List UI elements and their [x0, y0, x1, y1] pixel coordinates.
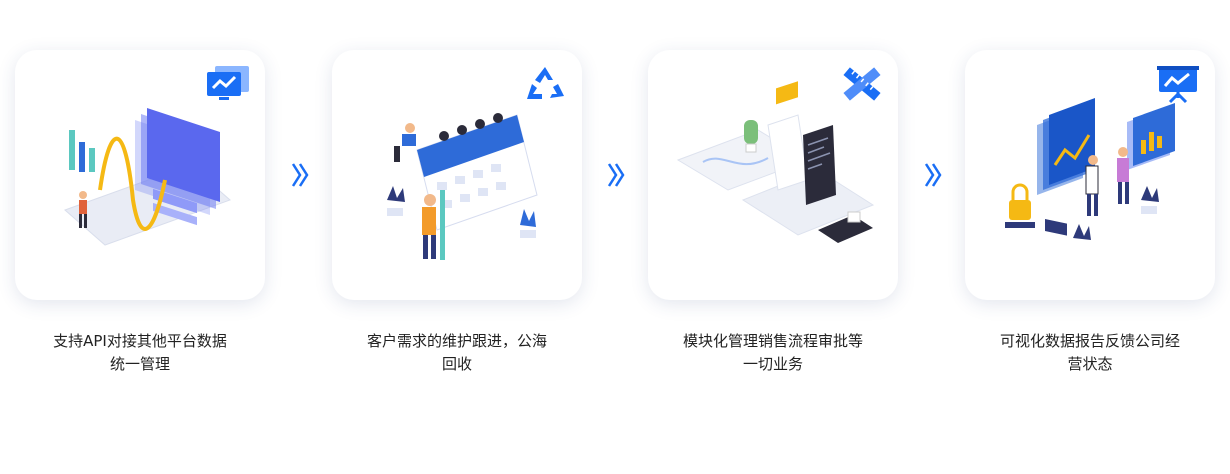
caption-line: 客户需求的维护跟进，公海 — [366, 332, 547, 350]
pencil-ruler-icon — [843, 67, 881, 101]
caption-api: 支持API对接其他平台数据 统一管理 — [15, 330, 265, 376]
double-chevron-right-icon — [924, 163, 942, 187]
feature-card-api — [15, 50, 265, 300]
api-integration-illustration — [64, 108, 231, 246]
feature-card-customer — [332, 50, 582, 300]
laptop-workflow-illustration — [676, 81, 875, 243]
caption-report: 可视化数据报告反馈公司经 营状态 — [965, 330, 1215, 376]
monitor-chart-icon — [207, 66, 249, 100]
caption-line: 回收 — [441, 355, 472, 373]
recycle-icon — [527, 67, 564, 99]
caption-line: 一切业务 — [742, 355, 803, 373]
double-chevron-right-icon — [607, 163, 625, 187]
feature-card-report — [965, 50, 1215, 300]
caption-line: 支持API对接其他平台数据 — [53, 332, 227, 350]
double-chevron-right-icon — [291, 163, 309, 187]
caption-process: 模块化管理销售流程审批等 一切业务 — [648, 330, 898, 376]
presentation-chart-icon — [1157, 66, 1199, 104]
caption-line: 可视化数据报告反馈公司经 — [999, 332, 1180, 350]
data-report-illustration — [1005, 98, 1175, 240]
caption-line: 营状态 — [1067, 355, 1113, 373]
calendar-illustration — [387, 113, 538, 260]
caption-line: 模块化管理销售流程审批等 — [682, 332, 863, 350]
caption-line: 统一管理 — [109, 355, 170, 373]
feature-card-process — [648, 50, 898, 300]
caption-customer: 客户需求的维护跟进，公海 回收 — [332, 330, 582, 376]
